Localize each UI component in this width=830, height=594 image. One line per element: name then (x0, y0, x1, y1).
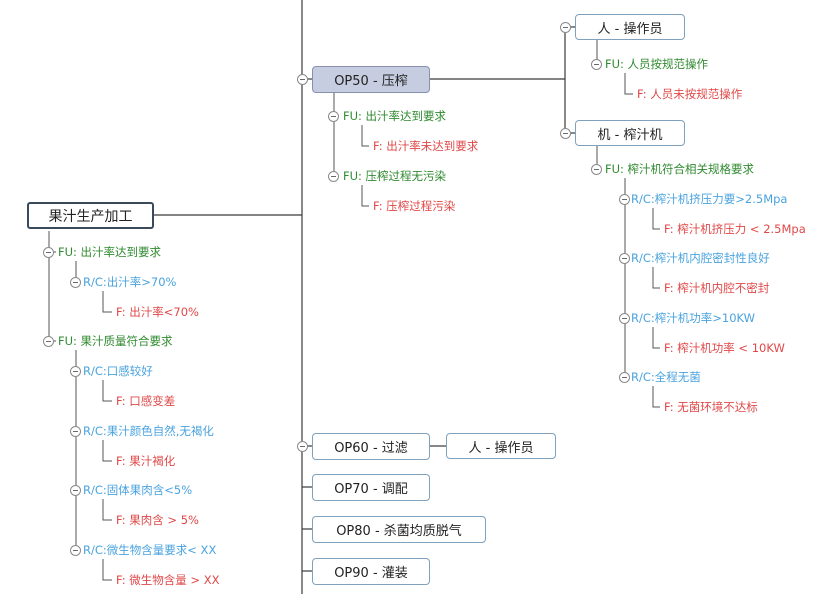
collapse-toggle-icon[interactable] (560, 128, 571, 139)
collapse-toggle-icon[interactable] (297, 441, 308, 452)
collapse-toggle-icon[interactable] (619, 372, 630, 383)
fu-juice-quality-label: FU: 果汁质量符合要求 (58, 334, 173, 348)
machine-juicer-topic[interactable]: 机 - 榨汁机 (575, 120, 685, 146)
collapse-toggle-icon[interactable] (43, 336, 54, 347)
fu-op50-contamination-label: FU: 压榨过程无污染 (343, 169, 447, 183)
collapse-toggle-icon[interactable] (619, 194, 630, 205)
collapse-toggle-icon[interactable] (619, 253, 630, 264)
failure-op50-output-label: F: 出汁率未达到要求 (373, 139, 479, 153)
failure-output-rate-label: F: 出汁率<70% (116, 305, 199, 319)
collapse-toggle-icon[interactable] (297, 74, 308, 85)
collapse-toggle-icon[interactable] (560, 22, 571, 33)
rc-juicer-pressure-label: R/C:榨汁机挤压力要>2.5Mpa (631, 192, 788, 206)
failure-juicer-power-label: F: 榨汁机功率 < 10KW (664, 341, 785, 355)
fu-operator-label: FU: 人员按规范操作 (605, 57, 709, 71)
failure-pulp-label: F: 果肉含 > 5% (116, 513, 199, 527)
collapse-toggle-icon[interactable] (70, 545, 81, 556)
fu-output-rate-label: FU: 出汁率达到要求 (58, 245, 162, 259)
fu-op50-output-label: FU: 出汁率达到要求 (343, 109, 447, 123)
person-operator-topic[interactable]: 人 - 操作员 (575, 14, 685, 40)
collapse-toggle-icon[interactable] (43, 247, 54, 258)
op60-person-operator-topic[interactable]: 人 - 操作员 (446, 433, 556, 459)
collapse-toggle-icon[interactable] (70, 485, 81, 496)
rc-microbe-label: R/C:微生物含量要求< XX (83, 543, 217, 557)
failure-op50-contamination-label: F: 压榨过程污染 (373, 199, 456, 213)
op60-topic[interactable]: OP60 - 过滤 (312, 433, 430, 460)
failure-sterile-label: F: 无菌环境不达标 (664, 400, 758, 414)
rc-juicer-power-label: R/C:榨汁机功率>10KW (631, 311, 756, 325)
failure-taste-label: F: 口感变差 (116, 394, 176, 408)
collapse-toggle-icon[interactable] (591, 59, 602, 70)
collapse-toggle-icon[interactable] (70, 277, 81, 288)
rc-pulp-label: R/C:固体果肉含<5% (83, 483, 193, 497)
collapse-toggle-icon[interactable] (70, 366, 81, 377)
rc-color-label: R/C:果汁颜色自然,无褐化 (83, 424, 214, 438)
op50-topic[interactable]: OP50 - 压榨 (312, 66, 430, 93)
failure-browning-label: F: 果汁褐化 (116, 454, 176, 468)
rc-output-rate-label: R/C:出汁率>70% (83, 275, 177, 289)
collapse-toggle-icon[interactable] (70, 426, 81, 437)
op90-topic[interactable]: OP90 - 灌装 (312, 558, 430, 585)
op70-topic[interactable]: OP70 - 调配 (312, 474, 430, 501)
collapse-toggle-icon[interactable] (619, 313, 630, 324)
rc-sterile-label: R/C:全程无菌 (631, 370, 701, 384)
failure-juicer-pressure-label: F: 榨汁机挤压力 < 2.5Mpa (664, 222, 806, 236)
fu-juicer-spec-label: FU: 榨汁机符合相关规格要求 (605, 162, 755, 176)
collapse-toggle-icon[interactable] (328, 171, 339, 182)
op80-topic[interactable]: OP80 - 杀菌均质脱气 (312, 516, 486, 543)
failure-juicer-seal-label: F: 榨汁机内腔不密封 (664, 281, 770, 295)
rc-juicer-seal-label: R/C:榨汁机内腔密封性良好 (631, 251, 770, 265)
rc-taste-label: R/C:口感较好 (83, 364, 153, 378)
failure-microbe-label: F: 微生物含量 > XX (116, 573, 220, 587)
collapse-toggle-icon[interactable] (591, 164, 602, 175)
collapse-toggle-icon[interactable] (328, 111, 339, 122)
root-topic[interactable]: 果汁生产加工 (27, 202, 154, 229)
failure-operator-label: F: 人员未按规范操作 (637, 87, 743, 101)
